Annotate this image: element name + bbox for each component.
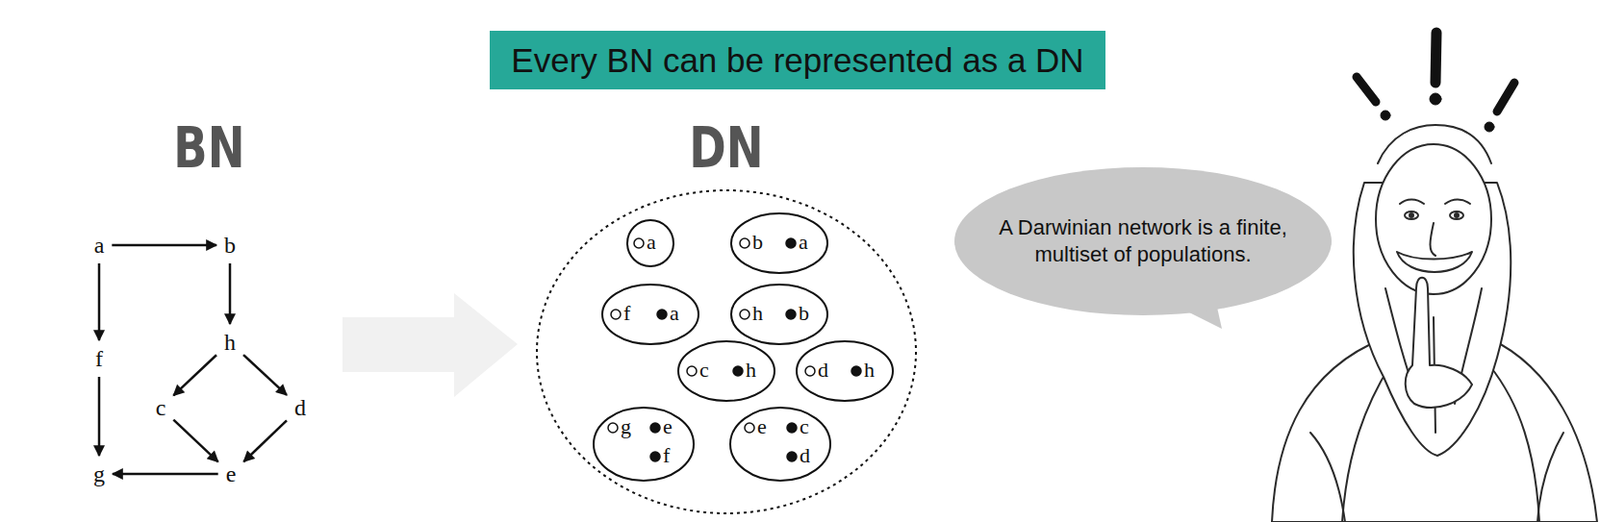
bubble-text: A Darwinian network is a finite, multise… [998, 214, 1288, 269]
child-marker [805, 366, 815, 377]
variable-name: a [94, 232, 105, 258]
network-heading: DN [574, 120, 880, 177]
variable-name: c [155, 395, 167, 421]
population-outline [731, 213, 828, 274]
dependency-arrow [98, 263, 102, 341]
parent-marker [787, 452, 797, 462]
population-variable: h [863, 358, 875, 382]
dependency-arrow [112, 473, 219, 477]
population-variable: d [799, 444, 811, 468]
bn-variable: g [85, 456, 113, 493]
child-marker [739, 238, 750, 249]
population-variable: e [662, 415, 673, 439]
parent-marker [657, 309, 667, 320]
dependency-arrow [243, 420, 287, 462]
bn-variable: h [216, 324, 244, 361]
bn-variable: c [148, 389, 175, 427]
dependency-arrow [98, 377, 102, 457]
parent-marker [786, 238, 796, 249]
population: g ef [592, 406, 695, 483]
child-marker [608, 423, 618, 433]
bn-variable: b [216, 227, 244, 264]
population-variable: c [799, 415, 810, 439]
child-marker [686, 366, 697, 377]
population: ch [677, 340, 776, 403]
population-outline [602, 284, 699, 345]
child-marker [739, 309, 750, 320]
dependency-arrow [228, 263, 232, 325]
child-marker [634, 238, 644, 249]
population-variable: b [752, 230, 763, 254]
population-variable: f [623, 302, 631, 326]
variable-name: d [294, 395, 306, 421]
population-variable: h [752, 302, 763, 326]
speech-bubble: A Darwinian network is a finite, multise… [954, 167, 1332, 316]
parent-marker [851, 366, 862, 377]
population-variable: a [798, 230, 809, 254]
node-outline [592, 406, 695, 483]
bn-variable: f [87, 340, 111, 378]
population-outline [731, 284, 828, 345]
bubble-shape [954, 167, 1332, 316]
exclamation-marks [1356, 32, 1515, 132]
population-outline [678, 341, 775, 402]
node-outline [729, 406, 832, 483]
dependency-arrow [111, 244, 217, 248]
population-outline [796, 341, 893, 402]
population-variable: c [699, 358, 710, 382]
dependency-arrow [173, 355, 217, 396]
node-outline [677, 340, 776, 403]
population-outline [627, 220, 674, 267]
population: dh [795, 340, 894, 403]
darwin-illustration [1271, 125, 1598, 522]
node-outline [795, 340, 894, 403]
bn-variable: d [286, 389, 314, 427]
population-variable: g [620, 415, 632, 439]
node-outline [730, 283, 829, 346]
population-variable: a [646, 230, 657, 254]
darwinian-network-region: DNabafahbchdhgefecd [535, 189, 917, 515]
population: e cd [729, 406, 832, 483]
population-variable: h [745, 358, 757, 382]
population-variable: d [817, 358, 829, 382]
variable-name: g [93, 461, 105, 487]
population: ba [730, 212, 829, 275]
title-banner: Every BN can be represented as a DN [489, 30, 1105, 90]
population: hb [730, 283, 829, 346]
transform-arrow [342, 293, 518, 398]
bn-variable: a [86, 227, 113, 264]
parent-marker [733, 366, 743, 377]
parent-marker [650, 452, 661, 462]
population-outline [730, 407, 831, 482]
dependency-arrow [173, 420, 218, 463]
child-marker [610, 309, 621, 320]
population-variable: a [669, 302, 680, 326]
population-variable: b [798, 302, 810, 326]
region-outline [536, 190, 916, 514]
variable-name: h [224, 330, 236, 356]
node-outline [601, 283, 700, 346]
population-outline [593, 407, 694, 482]
variable-name: e [226, 461, 237, 487]
parent-marker [787, 423, 797, 433]
child-marker [744, 423, 755, 433]
dependency-arrow [243, 355, 287, 396]
population: a [626, 219, 675, 268]
bn-variable: e [218, 456, 245, 493]
population-variable: e [757, 415, 767, 439]
network-heading: BN [173, 120, 245, 177]
variable-name: f [95, 346, 103, 372]
parent-marker [650, 423, 661, 433]
node-outline [730, 212, 829, 275]
population: fa [601, 283, 700, 346]
variable-name: b [224, 232, 236, 258]
node-outline [954, 167, 1332, 316]
parent-marker [786, 309, 796, 320]
population-variable: f [662, 444, 670, 468]
